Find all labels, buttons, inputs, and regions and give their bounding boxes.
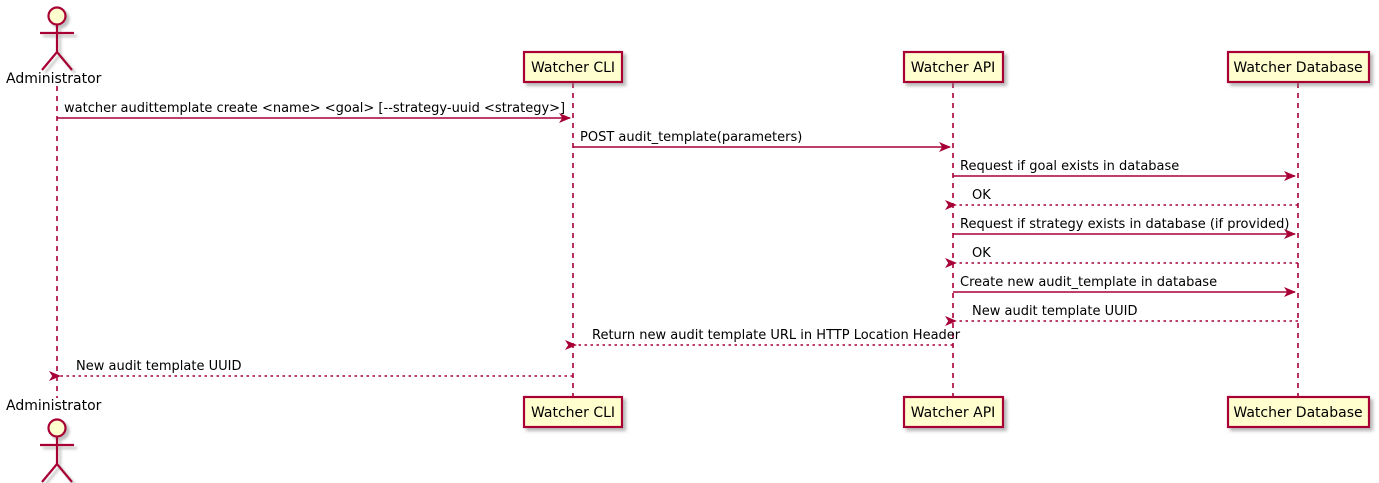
message-request-goal-exists[interactable]: Request if goal exists in database <box>953 159 1296 181</box>
message-label: Create new audit_template in database <box>960 275 1217 290</box>
actor-label-administrator-bottom: Administrator <box>6 398 102 414</box>
actor-leg-right-line <box>56 463 73 483</box>
message-label: Return new audit template URL in HTTP Lo… <box>592 328 961 343</box>
actor-administrator-top[interactable] <box>40 6 74 71</box>
message-create-audit-template[interactable]: Create new audit_template in database <box>953 275 1296 297</box>
message-label: OK <box>972 188 991 203</box>
actor-leg-left-line <box>41 51 58 71</box>
participant-label: Watcher CLI <box>531 405 615 421</box>
participant-watcher-database-bottom[interactable]: Watcher Database <box>1226 395 1371 429</box>
message-label: POST audit_template(parameters) <box>580 130 802 145</box>
actor-label-administrator-top: Administrator <box>6 71 102 87</box>
message-request-strategy-exists[interactable]: Request if strategy exists in database (… <box>953 217 1296 239</box>
actor-leg-right-line <box>56 51 73 71</box>
participant-label: Watcher Database <box>1233 60 1362 76</box>
message-new-audit-template-uuid-db[interactable]: New audit template UUID <box>945 304 1298 326</box>
message-watcher-audittemplate-create[interactable]: watcher audittemplate create <name> <goa… <box>57 101 571 123</box>
message-label: Request if goal exists in database <box>960 159 1179 174</box>
actor-leg-left-line <box>41 463 58 483</box>
participant-label: Watcher CLI <box>531 60 615 76</box>
message-ok-strategy[interactable]: OK <box>945 246 1298 268</box>
message-label: OK <box>972 246 991 261</box>
participant-label: Watcher API <box>911 60 996 76</box>
message-label: Request if strategy exists in database (… <box>960 217 1289 232</box>
participant-watcher-api-top[interactable]: Watcher API <box>902 50 1005 84</box>
actor-head-icon <box>47 418 67 438</box>
participant-watcher-cli-top[interactable]: Watcher CLI <box>522 50 624 84</box>
participant-box <box>902 395 1005 429</box>
message-label: New audit template UUID <box>972 304 1137 319</box>
message-ok-goal[interactable]: OK <box>945 188 1298 210</box>
message-label: New audit template UUID <box>76 359 241 374</box>
participant-box <box>1226 395 1371 429</box>
participant-box <box>522 395 624 429</box>
participant-watcher-api-bottom[interactable]: Watcher API <box>902 395 1005 429</box>
participant-box <box>1226 50 1371 84</box>
message-return-location-header[interactable]: Return new audit template URL in HTTP Lo… <box>565 328 961 350</box>
participant-label: Watcher Database <box>1233 405 1362 421</box>
message-post-audit-template[interactable]: POST audit_template(parameters) <box>573 130 951 152</box>
participant-watcher-database-top[interactable]: Watcher Database <box>1226 50 1371 84</box>
participant-box <box>522 50 624 84</box>
participant-watcher-cli-bottom[interactable]: Watcher CLI <box>522 395 624 429</box>
actor-administrator-bottom[interactable] <box>40 418 74 483</box>
message-new-audit-template-uuid-admin[interactable]: New audit template UUID <box>49 359 573 381</box>
actor-head-icon <box>47 6 67 26</box>
participant-box <box>902 50 1005 84</box>
participant-label: Watcher API <box>911 405 996 421</box>
message-label: watcher audittemplate create <name> <goa… <box>64 101 565 116</box>
